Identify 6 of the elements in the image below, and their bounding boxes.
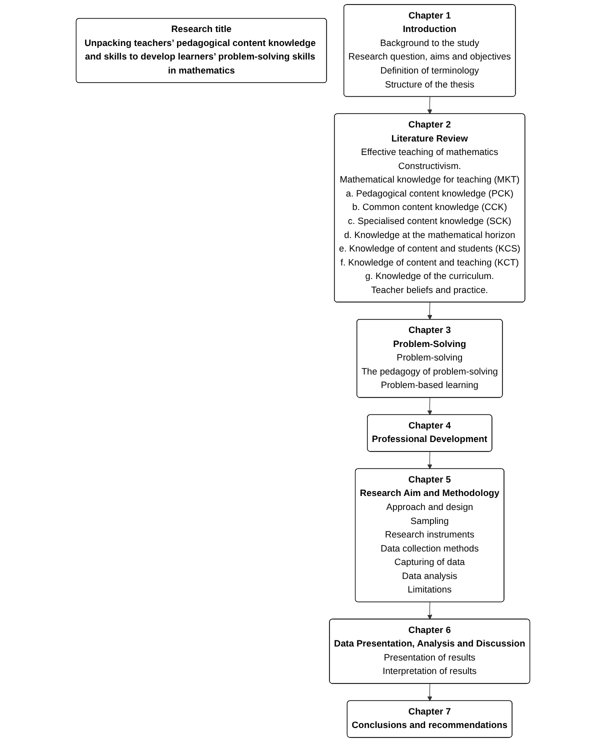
arrow	[427, 302, 432, 320]
arrow	[427, 397, 432, 416]
arrow	[427, 602, 432, 620]
arrow	[427, 96, 432, 114]
arrow	[427, 451, 432, 470]
arrow	[427, 683, 432, 702]
